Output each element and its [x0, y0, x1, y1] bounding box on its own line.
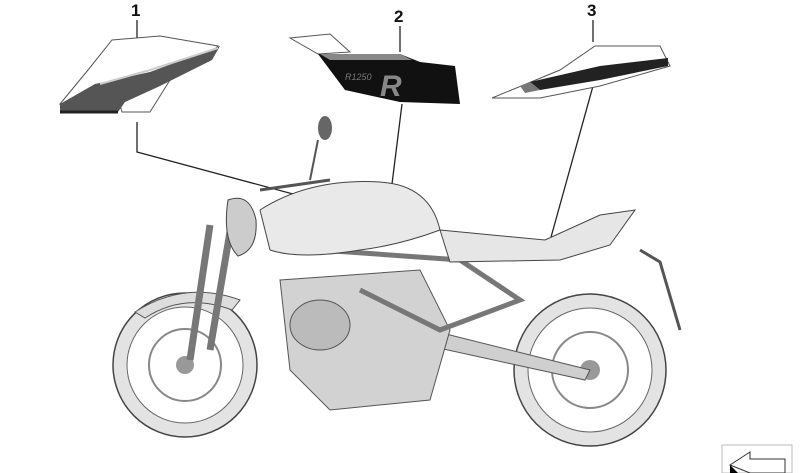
decal-1[interactable]	[58, 35, 220, 114]
back-arrow-icon[interactable]	[721, 444, 793, 473]
callout-3[interactable]: 3	[587, 1, 596, 20]
decal-2[interactable]: R1250 R	[288, 33, 460, 104]
callout-2[interactable]: 2	[394, 7, 403, 26]
decal-3[interactable]	[491, 45, 671, 99]
callout-1[interactable]: 1	[131, 1, 140, 20]
decal-r-logo: R	[380, 70, 402, 103]
motorcycle-illustration	[112, 116, 682, 447]
decal-lettering: R1250	[345, 72, 372, 82]
